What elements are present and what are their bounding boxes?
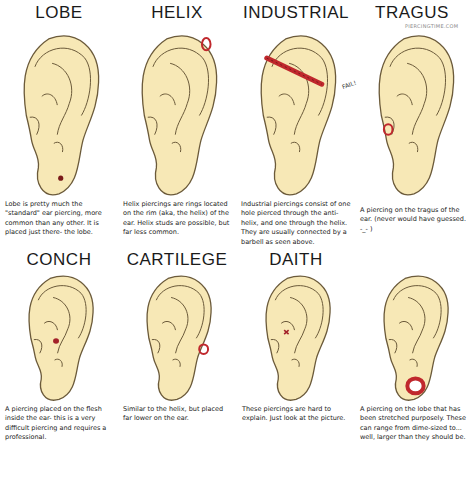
description: A piercing placed on the flesh inside th… bbox=[5, 405, 115, 443]
description: A piercing on the tragus of the ear. (ne… bbox=[360, 206, 470, 234]
piercing-title: INDUSTRIAL bbox=[237, 4, 355, 23]
helix-ear bbox=[142, 36, 217, 195]
description: A piercing on the lobe that has been str… bbox=[360, 405, 470, 443]
description: Similar to the helix, but placed far low… bbox=[123, 405, 233, 424]
description: Lobe is pretty much the "standard" ear p… bbox=[5, 200, 115, 238]
cartilege-ear bbox=[147, 276, 211, 400]
piercing-title: LOBE bbox=[0, 4, 118, 23]
stretched-ear bbox=[384, 276, 448, 400]
description: Helix piercings are rings located on the… bbox=[123, 200, 233, 238]
industrial-ear bbox=[261, 36, 336, 195]
piercing-title: HELIX bbox=[118, 4, 236, 23]
piercing-title: TRAGUS bbox=[353, 4, 471, 23]
lobe-ear bbox=[24, 36, 99, 195]
description: Industrial piercings consist of one hole… bbox=[241, 200, 353, 247]
watermark: PIERCINGTIME.COM bbox=[405, 23, 471, 29]
tragus-ear bbox=[379, 36, 454, 195]
conch-ear bbox=[29, 276, 93, 400]
daith-ear bbox=[266, 276, 330, 400]
description: These piercings are hard to explain. Jus… bbox=[242, 405, 352, 424]
piercing-title: DAITH bbox=[237, 251, 355, 270]
fail-note: FAIL! bbox=[340, 78, 358, 90]
piercing-title: CARTILEGE bbox=[118, 251, 236, 270]
piercing-title: CONCH bbox=[0, 251, 118, 270]
